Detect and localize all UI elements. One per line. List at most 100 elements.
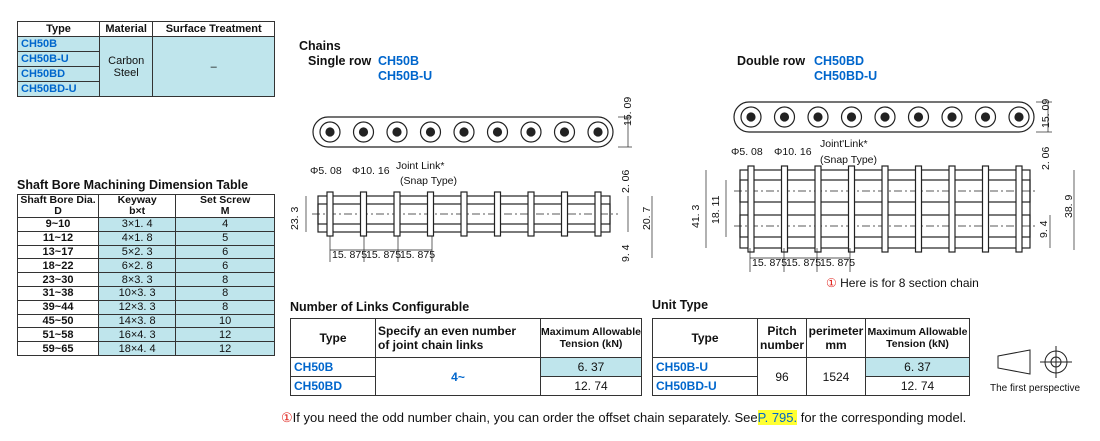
- single-roller-dia: Φ10. 16: [352, 165, 390, 177]
- side-pin: [493, 191, 502, 237]
- set-screw-cell: 12: [175, 341, 275, 356]
- shaft-dia-cell: 39~44: [17, 299, 99, 315]
- header-line: Maximum Allowable: [867, 326, 968, 338]
- set-screw-cell: 5: [175, 230, 275, 246]
- roller-pin: [358, 127, 369, 137]
- keyway-cell: 4×1. 8: [97, 230, 177, 246]
- header-line: Maximum Allowable: [541, 326, 641, 338]
- header-line: b×t: [129, 205, 146, 217]
- single-pitch-2: 15. 875: [366, 249, 402, 261]
- material-cell: Carbon Steel: [98, 36, 154, 97]
- roller: [874, 106, 896, 128]
- unit-tension-cell: 6. 37: [865, 357, 970, 377]
- single-dim-2-06: 2. 06: [620, 169, 632, 193]
- single-pin-dia: Φ5. 08: [310, 165, 342, 177]
- links-configurable-table: Type Specify an even number of joint cha…: [290, 318, 642, 396]
- surface-cell: –: [152, 36, 275, 97]
- unit-type-header: Type: [652, 318, 758, 358]
- roller: [486, 121, 509, 143]
- pitch-value: 96: [757, 357, 807, 396]
- roller: [773, 106, 796, 128]
- section-note: ① Here is for 8 section chain: [826, 276, 979, 290]
- double-pitch-3: 15. 875: [820, 257, 856, 269]
- type-material-table: Type Material Surface Treatment CH50B Ca…: [17, 21, 275, 97]
- roller-pin: [947, 112, 957, 122]
- single-pitch-3: 15. 875: [400, 249, 436, 261]
- unit-tension-cell: 12. 74: [865, 376, 970, 396]
- double-chain-top-view: [733, 101, 1035, 133]
- roller-pin: [779, 112, 790, 122]
- keyway-cell: 16×4. 3: [97, 327, 177, 343]
- roller-pin: [846, 112, 857, 122]
- keyway-header: Keyway b×t: [97, 194, 177, 218]
- double-type-2: CH50BD-U: [814, 69, 878, 83]
- roller: [974, 106, 997, 128]
- unit-type-title: Unit Type: [652, 298, 709, 312]
- shaft-bore-table: Shaft Bore Dia. D Keyway b×t Set Screw M…: [17, 194, 275, 356]
- material-header: Material: [98, 21, 154, 37]
- double-type-1: CH50BD: [814, 54, 865, 68]
- header-line: Shaft Bore Dia.: [20, 194, 96, 206]
- surface-header: Surface Treatment: [152, 21, 275, 37]
- links-even-header: Specify an even number of joint chain li…: [375, 318, 541, 358]
- double-chain-outline: [733, 101, 1035, 133]
- roller: [1008, 106, 1030, 128]
- pitch-header: Pitch number: [757, 318, 807, 358]
- material-line: Carbon: [108, 54, 145, 67]
- single-chain-outline: [312, 116, 614, 148]
- material-line: Steel: [113, 66, 139, 79]
- roller: [553, 121, 576, 143]
- keyway-cell: 14×3. 8: [97, 313, 177, 329]
- roller-pin: [492, 127, 503, 137]
- type-cell: CH50B-U: [17, 51, 100, 67]
- side-pin: [393, 191, 401, 237]
- double-dim-9-4: 9. 4: [1038, 220, 1050, 238]
- header-line: Keyway: [117, 194, 157, 206]
- single-snap-type-label: (Snap Type): [400, 175, 458, 187]
- roller-pin: [913, 112, 924, 122]
- roller: [319, 121, 341, 143]
- side-pin: [594, 191, 602, 237]
- double-dim-18-11: 18. 11: [710, 195, 722, 224]
- roller-pin: [1014, 112, 1024, 122]
- single-joint-link-label: Joint Link*: [396, 160, 445, 172]
- roller-pin: [425, 127, 436, 137]
- keyway-cell: 6×2. 8: [97, 258, 177, 274]
- footnote: ①If you need the odd number chain, you c…: [281, 410, 966, 426]
- header-line: Tension (kN): [886, 338, 949, 350]
- roller: [907, 106, 930, 128]
- footnote-icon: ①: [281, 410, 293, 425]
- links-configurable-title: Number of Links Configurable: [290, 300, 470, 314]
- roller-pin: [559, 127, 570, 137]
- page-reference-link[interactable]: P. 795.: [757, 410, 798, 425]
- roller-pin: [980, 112, 991, 122]
- roller: [807, 106, 829, 128]
- set-screw-header: Set Screw M: [175, 194, 275, 218]
- roller-pin: [392, 127, 402, 137]
- type-cell: CH50BD-U: [17, 81, 100, 97]
- set-screw-cell: 10: [175, 313, 275, 329]
- roller-pin: [746, 112, 756, 122]
- side-pin: [460, 191, 468, 237]
- side-pin: [326, 191, 334, 237]
- roller-pin: [813, 112, 823, 122]
- side-pin: [780, 165, 789, 253]
- section-note-text: Here is for 8 section chain: [840, 276, 979, 290]
- single-dim-20-7: 20. 7: [641, 206, 653, 230]
- links-tension-cell: 6. 37: [540, 357, 642, 377]
- roller: [941, 106, 963, 128]
- side-pin: [814, 165, 822, 253]
- shaft-dia-cell: 9~10: [17, 217, 99, 232]
- single-dim-23-3: 23. 3: [289, 206, 301, 230]
- set-screw-cell: 8: [175, 299, 275, 315]
- roller-pin: [325, 127, 335, 137]
- side-pin: [747, 165, 755, 253]
- single-dimension-lines: [305, 116, 653, 262]
- keyway-cell: 3×1. 4: [97, 217, 177, 232]
- double-dim-41-3: 41. 3: [690, 204, 702, 228]
